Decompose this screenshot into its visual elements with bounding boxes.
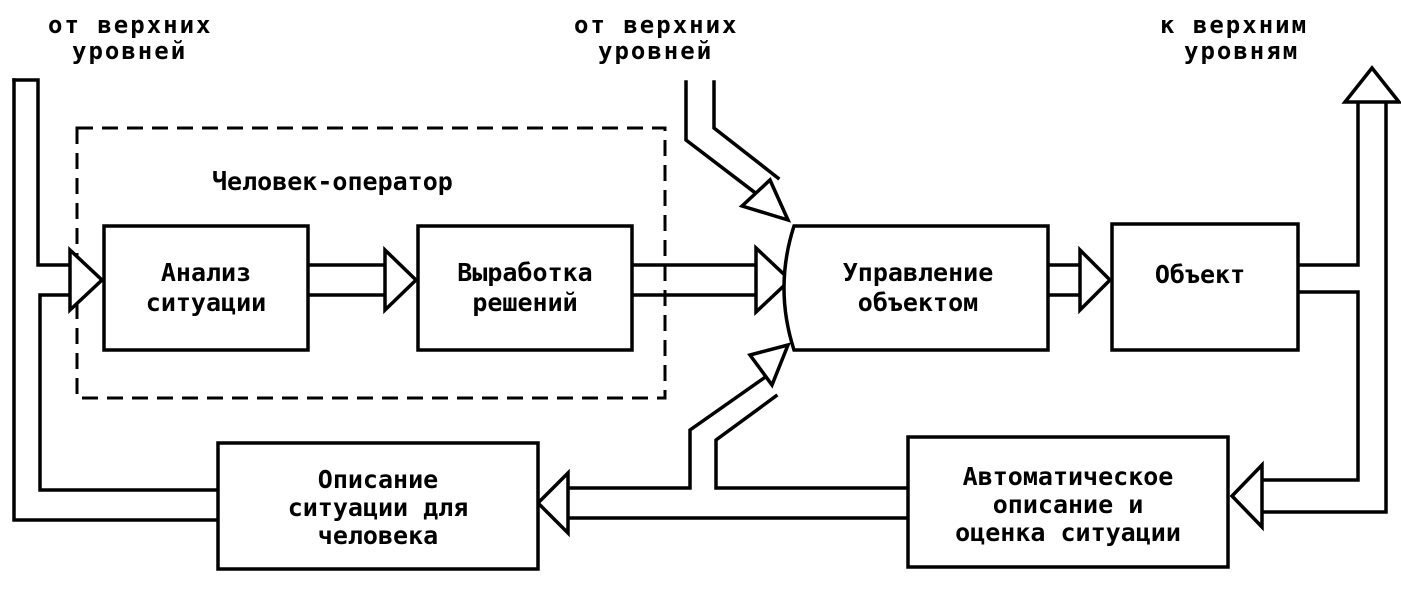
arrow-object-to-upper xyxy=(1229,65,1401,532)
block-label: Объект xyxy=(1155,260,1245,289)
block-frame xyxy=(416,224,634,352)
arrow-head xyxy=(754,243,793,317)
arrow-analysis-to-decision xyxy=(306,245,419,315)
arrow-head xyxy=(383,245,419,315)
arrow-head-up xyxy=(747,342,791,389)
arrow-head-to-analysis xyxy=(68,245,105,315)
block-label: Управление xyxy=(843,258,994,287)
label-from-upper-left: от верхних уровней xyxy=(48,11,213,65)
label-line: от верхних xyxy=(48,11,213,39)
block-frame xyxy=(216,441,540,571)
arrow-head-to-auto xyxy=(1229,460,1264,532)
block-label: человека xyxy=(318,521,438,550)
label-to-upper: к верхним уровням xyxy=(1160,11,1308,65)
block-label: объектом xyxy=(858,288,978,317)
arrow-to-description xyxy=(535,468,910,538)
curve-line-right xyxy=(712,80,781,181)
left-inner-line xyxy=(38,293,220,492)
label-line: уровней xyxy=(598,37,713,65)
arrow-line-feedback-inner xyxy=(1260,290,1360,482)
block-label: оценка ситуации xyxy=(955,518,1181,547)
arrow-head xyxy=(1078,245,1113,315)
block-label: Описание xyxy=(318,465,438,494)
curve-line-inner xyxy=(714,393,910,490)
curve-line-outer xyxy=(566,375,767,490)
block-auto-description: Автоматическое описание и оценка ситуаци… xyxy=(906,435,1230,569)
block-frame xyxy=(782,224,1050,352)
label-line: от верхних xyxy=(574,11,739,39)
arrow-head-up xyxy=(1341,65,1401,104)
block-label: ситуации xyxy=(146,288,266,317)
arrow-line-up-left xyxy=(1296,98,1360,267)
left-input-line-top xyxy=(12,78,72,267)
block-label: Автоматическое xyxy=(963,462,1174,491)
block-label: Анализ xyxy=(161,258,251,287)
curve-line-left xyxy=(684,80,765,201)
label-line: к верхним xyxy=(1160,11,1308,39)
label-line: уровням xyxy=(1184,37,1299,65)
operator-group-title: Человек-оператор xyxy=(212,167,453,196)
block-object: Объект xyxy=(1110,222,1300,352)
block-frame xyxy=(906,435,1230,569)
left-outer-arrow xyxy=(12,78,220,522)
arrow-head-left xyxy=(535,468,570,538)
block-label: ситуации для xyxy=(288,493,469,522)
arrow-decision-to-control xyxy=(630,243,793,317)
block-label: описание и xyxy=(993,490,1144,519)
block-frame xyxy=(102,224,310,352)
arrow-control-to-object xyxy=(1046,245,1113,315)
block-decision: Выработка решений xyxy=(416,224,634,352)
block-label: решений xyxy=(472,288,577,317)
curved-arrow-from-upper xyxy=(684,80,792,223)
curved-arrow-down xyxy=(566,342,910,490)
arrow-head-down xyxy=(738,177,792,223)
arrow-line-feedback-outer xyxy=(1260,98,1388,514)
left-outer-line xyxy=(12,78,220,522)
block-frame xyxy=(1110,222,1300,352)
block-label: Выработка xyxy=(457,258,592,287)
label-from-upper-middle: от верхних уровней xyxy=(574,11,739,65)
block-description: Описание ситуации для человека xyxy=(216,441,540,571)
label-line: уровней xyxy=(72,37,187,65)
block-analysis: Анализ ситуации xyxy=(102,224,310,352)
block-control: Управление объектом xyxy=(782,224,1050,352)
